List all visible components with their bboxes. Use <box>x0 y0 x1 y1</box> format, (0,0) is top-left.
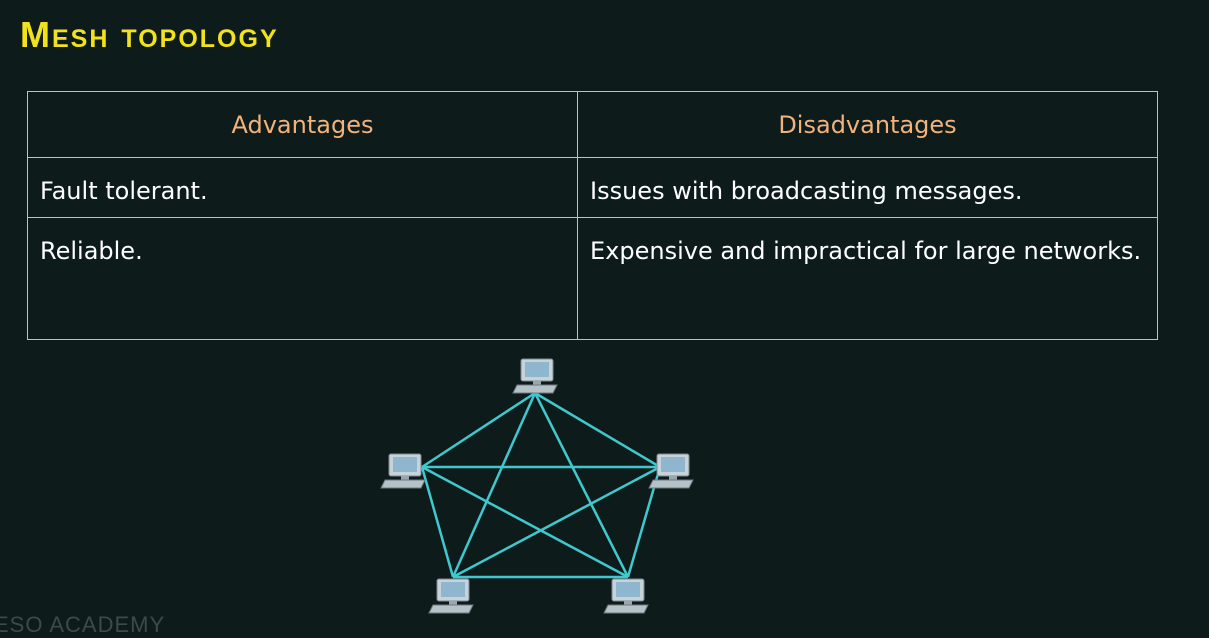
watermark-logo: ESO ACADEMY <box>0 612 166 637</box>
mesh-links <box>420 391 662 579</box>
advantage-cell: Fault tolerant. <box>27 157 578 218</box>
computer-icon <box>512 358 558 394</box>
advantage-cell: Reliable. <box>27 217 578 340</box>
slide-title: Mesh topology <box>20 14 279 55</box>
table-row: Reliable. Expensive and impractical for … <box>27 217 1158 340</box>
table-row: Fault tolerant. Issues with broadcasting… <box>27 157 1158 218</box>
disadvantage-cell: Issues with broadcasting messages. <box>577 157 1158 218</box>
comparison-table: Advantages Disadvantages Fault tolerant.… <box>27 91 1158 340</box>
computer-icon <box>380 453 426 489</box>
computer-icon <box>603 578 649 614</box>
header-disadvantages: Disadvantages <box>577 91 1158 158</box>
table-header-row: Advantages Disadvantages <box>27 91 1158 158</box>
disadvantage-cell: Expensive and impractical for large netw… <box>577 217 1158 340</box>
header-advantages: Advantages <box>27 91 578 158</box>
computer-icon <box>648 453 694 489</box>
computer-icon <box>428 578 474 614</box>
mesh-topology-diagram <box>380 358 694 614</box>
